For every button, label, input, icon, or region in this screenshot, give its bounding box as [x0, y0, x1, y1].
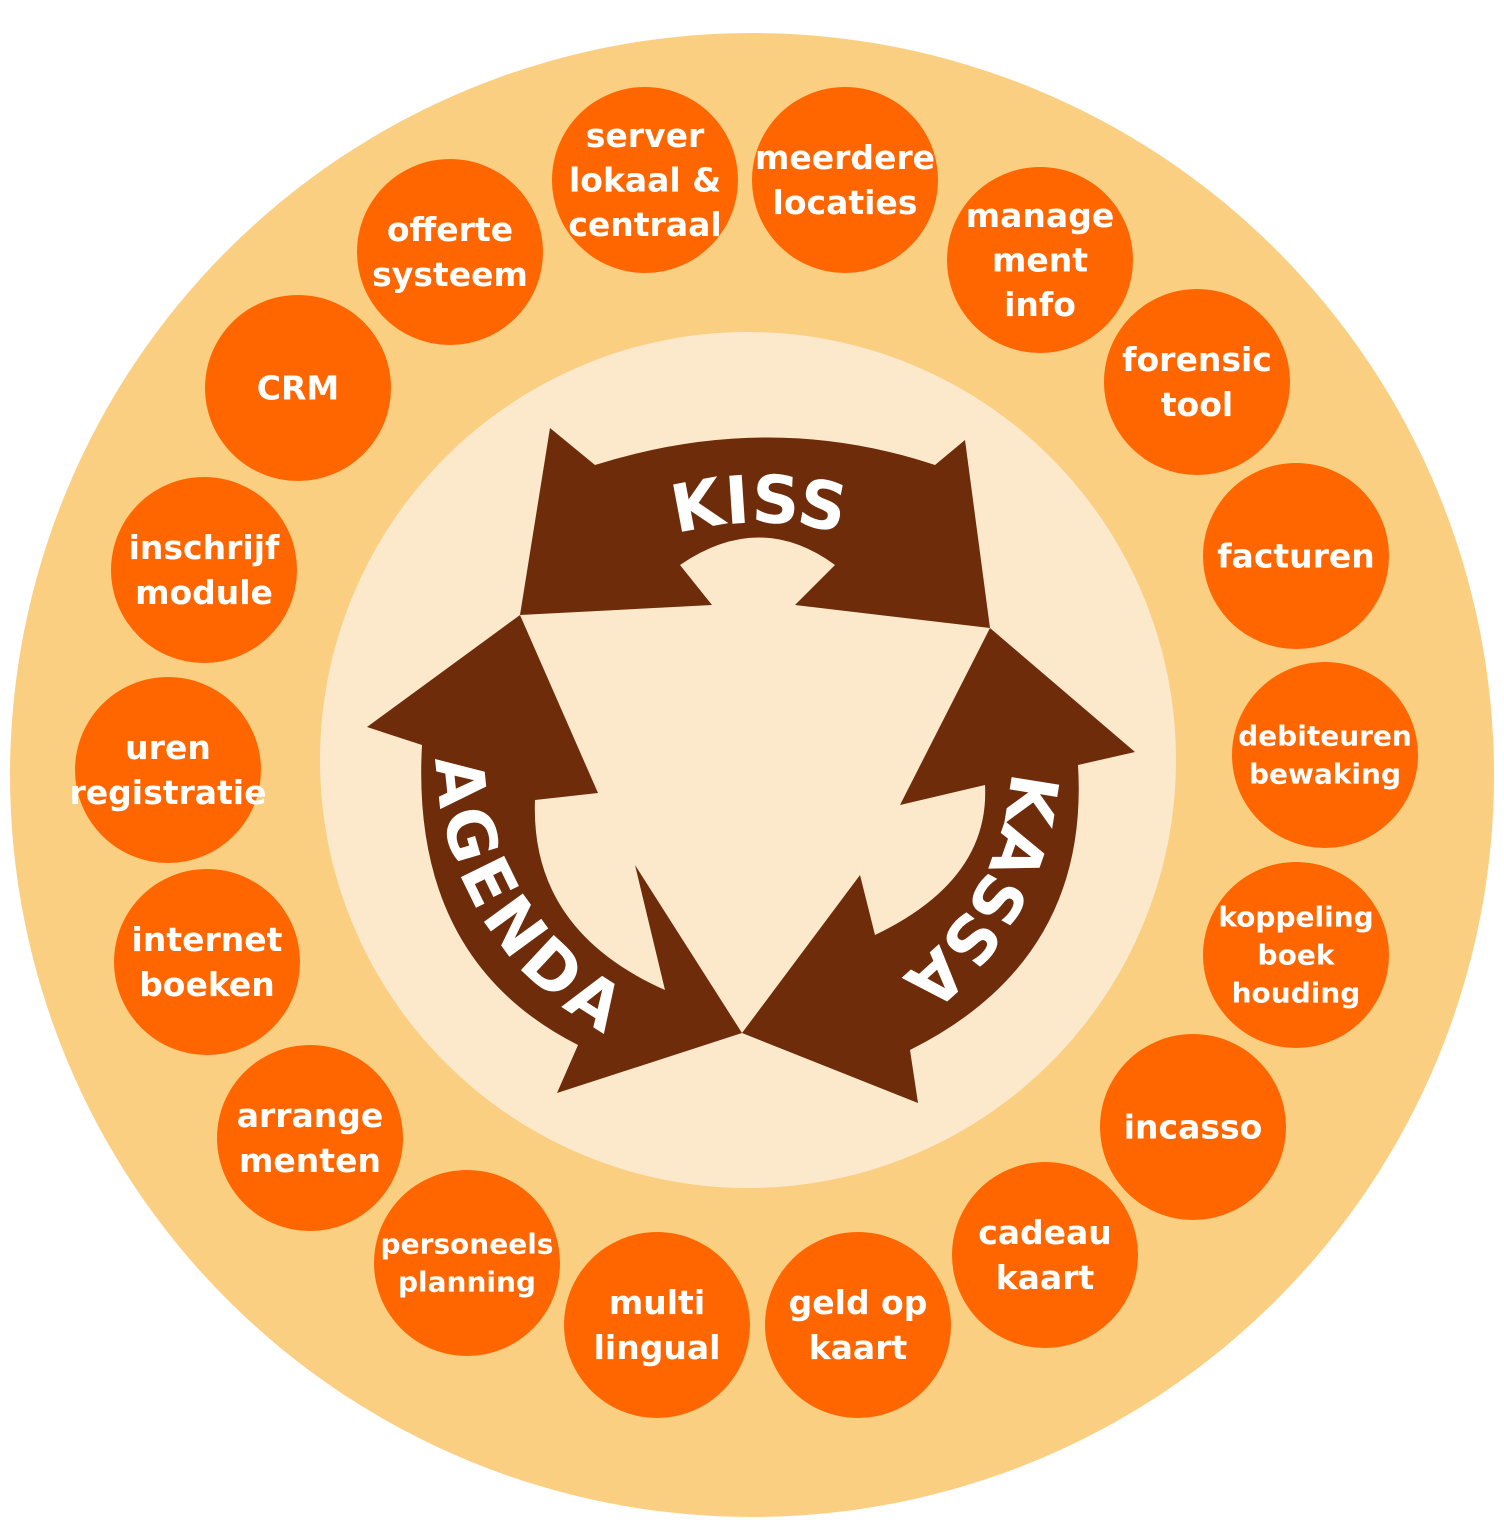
module-label-line: boeken — [139, 965, 275, 1004]
module-label-line: module — [135, 573, 273, 612]
module-label-line: personeels — [381, 1228, 554, 1261]
module-label-line: geld op — [789, 1283, 928, 1322]
module-label-line: cadeau — [978, 1213, 1112, 1252]
module-bubble — [752, 87, 938, 273]
module-label-line: forensic — [1122, 340, 1272, 379]
module-ring: server lokaal & centraal meerdere locaties ma… — [69, 87, 1418, 1418]
module-management-info: manage ment info — [947, 167, 1133, 353]
kiss-label: KISS — [665, 461, 855, 549]
module-facturen: facturen — [1203, 463, 1389, 649]
module-label-line: centraal — [568, 205, 721, 244]
module-internet-boeken: internet boeken — [114, 869, 300, 1055]
module-label-line: offerte — [387, 210, 513, 249]
module-bubble — [205, 295, 391, 481]
module-label-line: uren — [125, 728, 211, 767]
module-bubble — [75, 677, 261, 863]
agenda-arrow — [367, 615, 742, 1093]
module-label-line: meerdere — [755, 138, 935, 177]
module-geld-op-kaart: geld op kaart — [765, 1232, 951, 1418]
module-bubble — [357, 159, 543, 345]
module-bubble — [217, 1045, 403, 1231]
module-server: server lokaal & centraal — [552, 87, 738, 273]
module-label-line: planning — [398, 1265, 536, 1298]
module-multi-lingual: multi lingual — [564, 1232, 750, 1418]
module-label-line: bewaking — [1249, 757, 1401, 790]
module-label-line: locaties — [773, 183, 918, 222]
module-label-line: systeem — [372, 255, 528, 294]
module-cadeau-kaart: cadeau kaart — [952, 1162, 1138, 1348]
module-label-line: debiteuren — [1238, 720, 1412, 753]
module-bubble — [1232, 662, 1418, 848]
module-bubble — [114, 869, 300, 1055]
kiss-arrow — [520, 428, 990, 628]
module-label-line: facturen — [1217, 537, 1375, 576]
kassa-arrow — [742, 628, 1135, 1103]
module-bubble — [952, 1162, 1138, 1348]
module-meerdere-locaties: meerdere locaties — [752, 87, 938, 273]
module-forensic-tool: forensic tool — [1104, 289, 1290, 475]
module-label-line: registratie — [69, 773, 266, 812]
module-label-line: kaart — [809, 1328, 908, 1367]
module-offerte-systeem: offerte systeem — [357, 159, 543, 345]
module-label-line: CRM — [257, 369, 339, 408]
module-koppeling-boekhouding: koppeling boek houding — [1203, 862, 1389, 1048]
module-label-line: houding — [1232, 976, 1361, 1009]
module-label-line: tool — [1161, 385, 1233, 424]
module-incasso: incasso — [1100, 1034, 1286, 1220]
module-bubble — [552, 87, 738, 273]
module-label-line: internet — [132, 920, 283, 959]
module-label-line: inschrijf — [129, 528, 280, 567]
module-label-line: menten — [239, 1141, 381, 1180]
module-bubble — [111, 477, 297, 663]
module-label-line: boek — [1258, 939, 1336, 972]
module-label-line: arrange — [237, 1096, 384, 1135]
module-inschrijf-module: inschrijf module — [111, 477, 297, 663]
module-label-line: multi — [609, 1283, 705, 1322]
module-label-line: lingual — [594, 1328, 721, 1367]
module-crm: CRM — [205, 295, 391, 481]
module-bubble — [1104, 289, 1290, 475]
module-personeels-planning: personeels planning — [374, 1170, 560, 1356]
module-bubble — [1100, 1034, 1286, 1220]
module-bubble — [947, 167, 1133, 353]
module-bubble — [564, 1232, 750, 1418]
module-bubble — [765, 1232, 951, 1418]
module-label-line: manage — [966, 196, 1114, 235]
module-label-line: koppeling — [1218, 901, 1373, 934]
module-uren-registratie: uren registratie — [69, 677, 267, 863]
module-label-line: incasso — [1124, 1108, 1263, 1147]
module-label-line: info — [1004, 285, 1076, 324]
cycle-arrows — [367, 428, 1135, 1103]
module-arrangementen: arrange menten — [217, 1045, 403, 1231]
module-bubble — [1203, 463, 1389, 649]
module-label-line: lokaal & — [569, 161, 721, 200]
module-label-line: kaart — [996, 1258, 1095, 1297]
module-label-line: server — [586, 116, 705, 155]
module-bubble — [374, 1170, 560, 1356]
module-bubble — [1203, 862, 1389, 1048]
module-label-line: ment — [992, 241, 1088, 280]
module-debiteuren-bewaking: debiteuren bewaking — [1232, 662, 1418, 848]
